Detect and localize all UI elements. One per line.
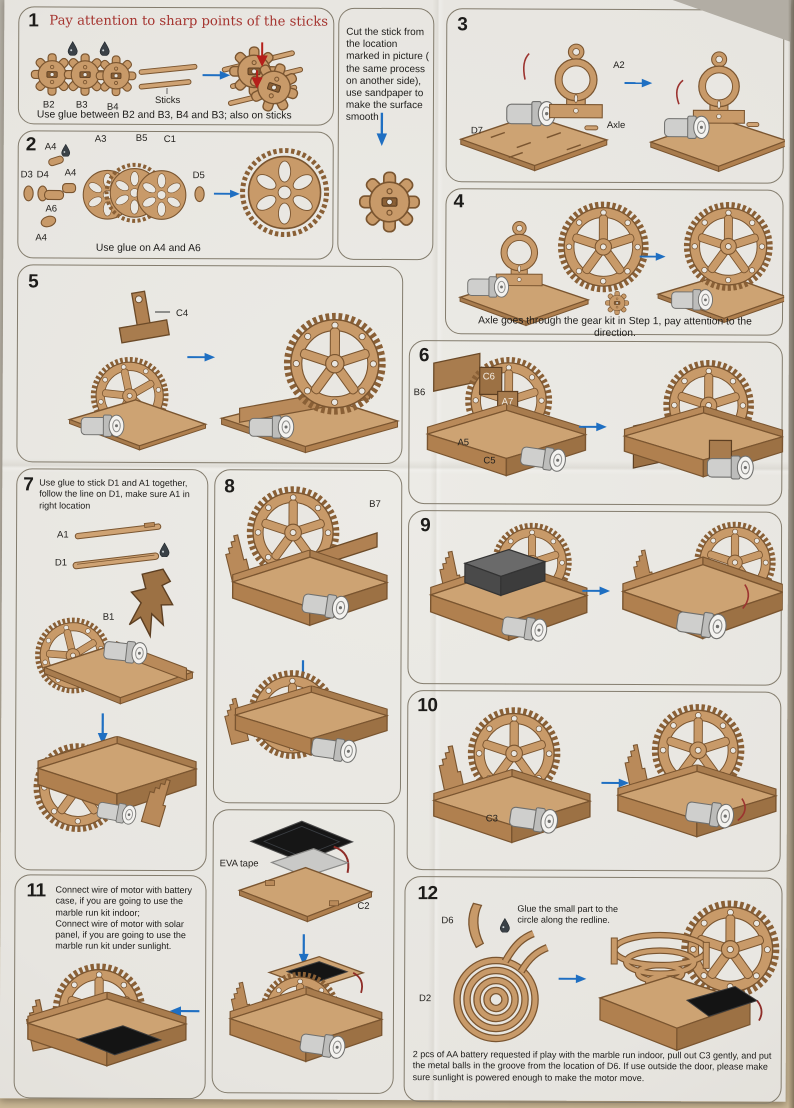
step3-assembly-illustration	[458, 43, 786, 173]
part-label-eva-tape: EVA tape	[219, 858, 259, 870]
part-label-d1: D1	[54, 557, 68, 569]
part-label-a4: A4	[35, 232, 48, 244]
step-10-panel: 10 C3	[406, 690, 782, 872]
part-label-d3: D3	[20, 169, 33, 181]
eva-c2-illustration	[227, 820, 383, 1063]
part-label-d7: D7	[470, 125, 484, 137]
step-7-panel: 7 Use glue to stick D1 and A1 together, …	[14, 468, 209, 872]
part-label-d5: D5	[192, 170, 205, 182]
step-11-panel: 11 Connect wire of motor with battery ca…	[13, 874, 207, 1100]
step-2-caption: Use glue on A4 and A6	[95, 242, 201, 255]
part-label-c5: C5	[483, 455, 496, 467]
part-label-a4: A4	[44, 141, 57, 153]
part-label-d2: D2	[419, 993, 432, 1005]
part-label-c4: C4	[176, 308, 189, 320]
step-12-footer: 2 pcs of AA battery requested if play wi…	[412, 1049, 772, 1083]
part-label-a5: A5	[457, 437, 470, 449]
step8-assembly-illustration	[220, 470, 388, 764]
step1-parts-illustration	[30, 41, 306, 119]
step4-assembly-illustration	[457, 189, 785, 327]
svg-text:f: f	[394, 200, 397, 209]
step-2-panel: 2 A4 A3 B5 C1 D3 D4 A4 D5 A6 A4 Use glue	[17, 130, 334, 260]
step6-assembly-illustration	[426, 352, 784, 480]
solar-panel-assembly-panel: EVA tape C2	[211, 809, 395, 1094]
step-6-panel: 6 B6 C6 A7 A5 C5	[408, 340, 784, 506]
part-label-a6: A6	[45, 203, 58, 215]
part-label-c2: C2	[357, 900, 370, 912]
step-4-panel: 4 Axle goes through the gear kit in Step…	[444, 188, 785, 339]
part-label-c1: C1	[163, 133, 176, 146]
part-label-b5: B5	[135, 132, 148, 144]
step7-assembly-illustration	[16, 521, 197, 872]
part-label-axle: Axle	[606, 119, 626, 132]
step9-assembly-illustration	[429, 511, 784, 643]
part-label-b7: B7	[369, 498, 381, 510]
step-12-panel: 12 Glue the small part to the circle alo…	[403, 876, 784, 1104]
step12-assembly-illustration	[453, 877, 784, 1052]
step-5-panel: 5 C4	[16, 264, 404, 465]
cut-stick-illustration: f	[358, 111, 421, 233]
part-label-b6: B6	[413, 387, 426, 399]
step10-assembly-illustration	[432, 691, 777, 844]
part-label-sticks: Sticks	[154, 94, 181, 107]
part-label-a3: A3	[94, 133, 107, 145]
part-label-d6: D6	[441, 915, 454, 927]
part-label-a4: A4	[64, 167, 77, 179]
step-8-panel: 8 B7	[212, 469, 403, 805]
photo-edge-shadow	[788, 0, 794, 1108]
step-1-caption: Use glue between B2 and B3, B4 and B3; a…	[36, 109, 292, 122]
step-3-panel: 3 A2 Axle D7	[445, 8, 786, 184]
step5-assembly-illustration	[67, 290, 400, 454]
step2-parts-illustration	[23, 143, 330, 238]
step-4-caption: Axle goes through the gear kit in Step 1…	[478, 315, 752, 340]
part-label-a2: A2	[613, 59, 625, 71]
part-label-d4: D4	[36, 169, 49, 181]
step-9-panel: 9	[407, 510, 784, 686]
step-1-panel: 1 Pay attention to sharp points of the s…	[17, 6, 335, 126]
part-label-a1: A1	[57, 529, 69, 541]
part-label-a7: A7	[501, 396, 514, 408]
part-label-c3: C3	[485, 813, 499, 825]
part-label-c6: C6	[482, 371, 495, 383]
part-label-b1: B1	[102, 611, 115, 623]
step11-assembly-illustration	[22, 875, 201, 1067]
cut-stick-note-panel: Cut the stick from the location marked i…	[337, 7, 435, 261]
